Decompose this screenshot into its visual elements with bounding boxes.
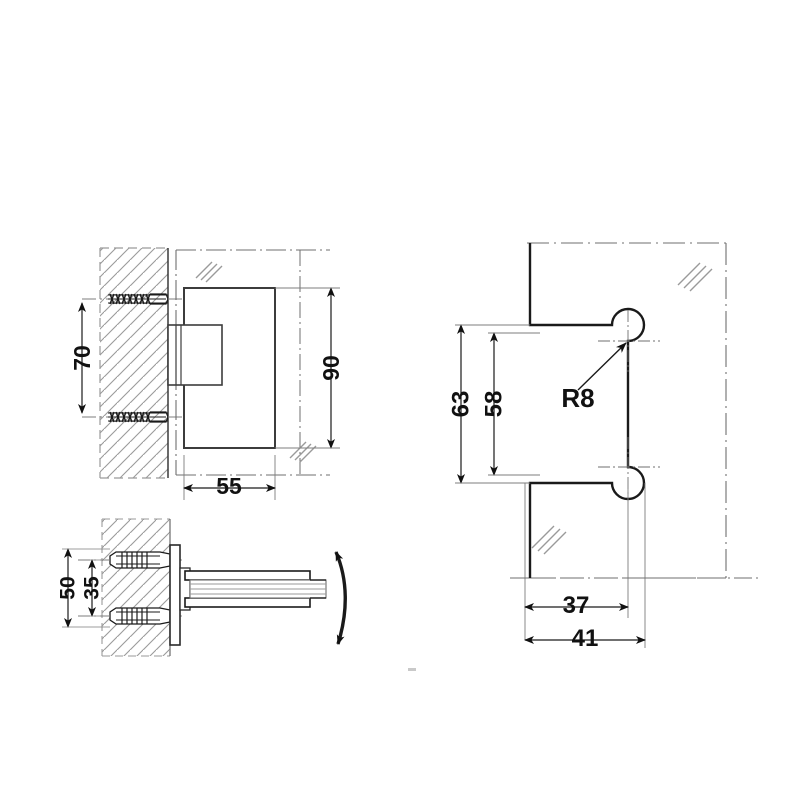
- glass-symbol-upper: [195, 261, 223, 283]
- plan-wall-hatch: [101, 518, 171, 657]
- side-glass-symbol-lower: [531, 525, 567, 555]
- plan-view: 50 35: [57, 518, 347, 657]
- dim-63: 63: [448, 324, 530, 484]
- hinge-flange: [169, 544, 181, 646]
- dim-55: 55: [183, 455, 276, 500]
- glass-outline-dashdot: [527, 242, 727, 579]
- dim-90: 90: [275, 287, 344, 449]
- dim-55-label: 55: [216, 473, 242, 499]
- radius-callout-label: R8: [561, 383, 594, 413]
- dim-70-label: 70: [69, 345, 95, 371]
- wall-anchor-upper: [82, 293, 196, 305]
- glass-cutout-profile: [528, 243, 646, 578]
- dim-35-label: 35: [81, 576, 104, 600]
- dim-35: 35: [81, 559, 110, 617]
- dim-58-label: 58: [481, 391, 508, 418]
- glass-panel-plan: [189, 579, 327, 599]
- dim-63-label: 63: [448, 391, 475, 418]
- side-glass-symbol-upper: [677, 262, 713, 292]
- anchor-screw-lower: [78, 607, 186, 625]
- glass-symbol-lower: [289, 441, 317, 463]
- dim-50-label: 50: [57, 576, 80, 599]
- front-view: 70 90 55: [69, 247, 344, 500]
- dim-41-label: 41: [572, 625, 599, 652]
- dim-41: 41: [524, 483, 646, 652]
- dim-50: 50: [57, 548, 110, 628]
- side-view: R8 63 58 37 41: [448, 242, 760, 652]
- dim-37: 37: [524, 483, 629, 640]
- dim-37-label: 37: [563, 592, 590, 619]
- glass-panel-outline: [175, 249, 330, 476]
- hinge-body: [167, 324, 223, 386]
- anchor-screw-upper: [78, 551, 186, 569]
- dim-58: 58: [481, 332, 540, 476]
- wall-anchor-lower: [82, 411, 196, 423]
- swing-arrow: [334, 551, 347, 645]
- dim-70: 70: [69, 302, 95, 414]
- radius-callout: R8: [561, 342, 627, 413]
- wall-hatch: [99, 247, 169, 479]
- registration-mark: [408, 668, 416, 671]
- dim-90-label: 90: [318, 355, 344, 381]
